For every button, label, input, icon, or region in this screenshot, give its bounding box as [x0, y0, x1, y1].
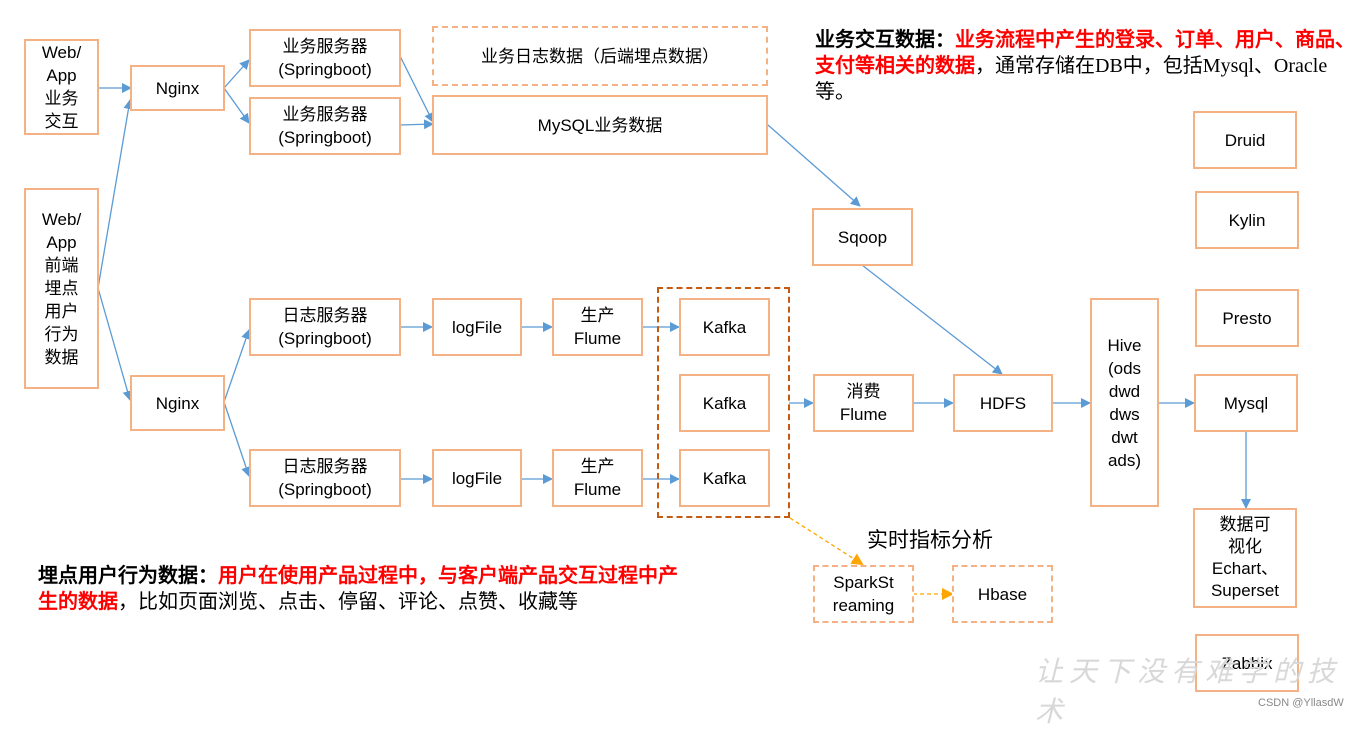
producer-flume-2-node: 生产 Flume	[552, 449, 643, 507]
spark-streaming-node: SparkSt reaming	[813, 565, 914, 623]
consumer-flume-node: 消费 Flume	[813, 374, 914, 432]
log-server-2-node: 日志服务器 (Springboot)	[249, 449, 401, 507]
presto-node: Presto	[1195, 289, 1299, 347]
arrow-frontend-to-nginx-top	[97, 99, 134, 289]
tracking-data-note: 埋点用户行为数据：用户在使用产品过程中，与客户端产品交互过程中产生的数据，比如页…	[38, 563, 683, 615]
nginx-bottom-node: Nginx	[130, 375, 225, 431]
arrow-kafka-to-spark	[789, 517, 864, 566]
kafka-cluster-group	[657, 287, 790, 518]
producer-flume-1-node: 生产 Flume	[552, 298, 643, 356]
watermark: 让天下没有难学的技术	[1035, 655, 1342, 728]
logfile-1-node: logFile	[432, 298, 522, 356]
arrow-nginx-to-biz-server-1	[223, 59, 250, 89]
business-data-note: 业务交互数据：业务流程中产生的登录、订单、用户、商品、支付等相关的数据，通常存储…	[815, 27, 1355, 105]
druid-node: Druid	[1193, 111, 1297, 169]
mysql-biz-data-node: MySQL业务数据	[432, 95, 768, 155]
arrow-biz-server-1-to-mysql	[399, 55, 434, 123]
web-app-business-node: Web/ App 业务 交互	[24, 39, 99, 135]
web-app-frontend-node: Web/ App 前端 埋点 用户 行为 数据	[24, 188, 99, 389]
arrow-nginx-to-biz-server-2	[223, 87, 250, 124]
arrow-sqoop-to-hdfs	[861, 264, 1003, 375]
zabbix-node: Zabbix	[1195, 634, 1299, 692]
business-note-key: 业务交互数据：	[815, 29, 955, 51]
tracking-note-key: 埋点用户行为数据：	[38, 565, 218, 587]
sqoop-node: Sqoop	[812, 208, 913, 266]
kafka-2-node: Kafka	[679, 374, 770, 432]
realtime-analysis-title: 实时指标分析	[867, 529, 993, 552]
arrow-frontend-to-nginx-bottom	[97, 287, 133, 401]
nginx-top-node: Nginx	[130, 65, 225, 111]
mysql-node: Mysql	[1194, 374, 1298, 432]
arrow-biz-server-2-to-mysql	[399, 119, 434, 130]
business-note-highlight: 业务流程中产生的登录、订单、用户、商品、支付等相关的数据	[815, 29, 1355, 77]
hive-node: Hive (ods dwd dws dwt ads)	[1090, 298, 1159, 507]
kylin-node: Kylin	[1195, 191, 1299, 249]
biz-server-1-node: 业务服务器 (Springboot)	[249, 29, 401, 87]
tracking-note-rest: ，比如页面浏览、点击、停留、评论、点赞、收藏等	[118, 591, 578, 613]
hbase-node: Hbase	[952, 565, 1053, 623]
biz-server-2-node: 业务服务器 (Springboot)	[249, 97, 401, 155]
business-note-rest: ，通常存储在DB中，包括Mysql、Oracle等。	[815, 55, 1328, 103]
kafka-3-node: Kafka	[679, 449, 770, 507]
tracking-note-highlight: 用户在使用产品过程中，与客户端产品交互过程中产生的数据	[38, 565, 678, 613]
csdn-credit: CSDN @YllasdW	[1258, 697, 1344, 709]
arrow-nginx-to-log-server-2	[223, 401, 251, 477]
logfile-2-node: logFile	[432, 449, 522, 507]
visualization-node: 数据可 视化 Echart、 Superset	[1193, 508, 1297, 608]
arrow-nginx-to-log-server-1	[223, 329, 251, 403]
log-server-1-node: 日志服务器 (Springboot)	[249, 298, 401, 356]
hdfs-node: HDFS	[953, 374, 1053, 432]
kafka-1-node: Kafka	[679, 298, 770, 356]
biz-log-data-node: 业务日志数据（后端埋点数据）	[432, 26, 768, 86]
arrow-mysql-to-sqoop	[767, 124, 861, 207]
